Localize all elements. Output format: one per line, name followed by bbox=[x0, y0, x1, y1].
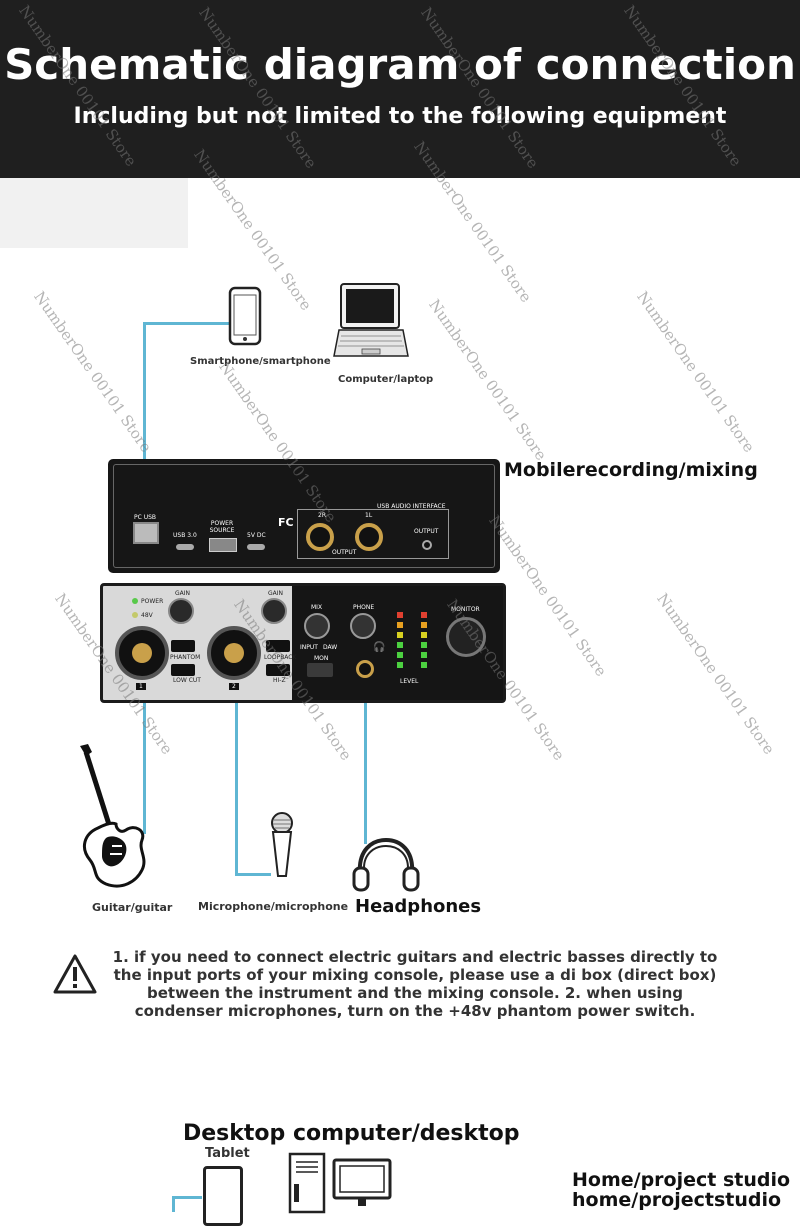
channel1-badge: 1 bbox=[136, 683, 146, 690]
mix-label: MIX bbox=[311, 604, 323, 611]
gain2-knob bbox=[261, 598, 287, 624]
input-label: INPUT bbox=[300, 644, 318, 651]
phantom-led bbox=[132, 612, 138, 618]
laptop-label: Computer/laptop bbox=[338, 374, 434, 385]
usb-c-port-2 bbox=[247, 544, 265, 550]
output-jack-1l bbox=[355, 523, 383, 551]
lowcut-button bbox=[171, 664, 195, 676]
cable-tablet-horizontal bbox=[172, 1196, 202, 1199]
monitor-knob bbox=[446, 617, 486, 657]
tablet-label: Tablet bbox=[205, 1146, 250, 1161]
cable-phone-vertical bbox=[143, 322, 146, 520]
cable-tablet-vertical bbox=[172, 1196, 175, 1212]
desktop-tower-icon bbox=[288, 1152, 326, 1214]
guitar-icon bbox=[80, 744, 146, 888]
watermark-text: NumberOne 00101 Store bbox=[30, 288, 156, 456]
loopback-label: LOOPBACK bbox=[264, 654, 297, 661]
home-studio-label-1: Home/project studio bbox=[572, 1169, 791, 1191]
monitor-icon bbox=[332, 1158, 392, 1206]
low-cut-label: LOW CUT bbox=[173, 677, 201, 684]
dc5v-label: 5V DC bbox=[247, 532, 266, 539]
cable-mic-horizontal bbox=[235, 873, 271, 876]
desktop-section-title: Desktop computer/desktop bbox=[183, 1121, 520, 1146]
home-studio-label-2: home/projectstudio bbox=[572, 1189, 782, 1211]
page-title: Schematic diagram of connection bbox=[4, 40, 796, 89]
output-phones-label: OUTPUT bbox=[414, 528, 439, 535]
gain2-label: GAIN bbox=[268, 590, 284, 597]
channel2-badge: 2 bbox=[229, 683, 239, 690]
combo-input-1-center bbox=[132, 643, 152, 663]
headphone-jack bbox=[356, 660, 374, 678]
combo-input-2-center bbox=[224, 643, 244, 663]
page-subtitle: Including but not limited to the followi… bbox=[73, 104, 727, 129]
cable-mic-vertical bbox=[235, 686, 238, 876]
headphones-icon bbox=[352, 837, 420, 892]
phone-label: PHONE bbox=[353, 604, 375, 611]
phantom-button bbox=[171, 640, 195, 652]
gain1-label: GAIN bbox=[175, 590, 191, 597]
output-main-label: OUTPUT bbox=[332, 549, 357, 556]
back-panel-plate bbox=[113, 464, 495, 568]
output-section-frame bbox=[297, 509, 449, 559]
interface-back-panel bbox=[108, 459, 500, 573]
hiz-button bbox=[266, 664, 290, 676]
headphones-label: Headphones bbox=[355, 896, 482, 917]
gain1-knob bbox=[168, 598, 194, 624]
pc-usb-label: PC USB bbox=[134, 514, 157, 521]
header-banner bbox=[0, 0, 800, 178]
watermark-text: NumberOne 00101 Store bbox=[633, 288, 759, 456]
smartphone-label: Smartphone/smartphone bbox=[190, 356, 331, 367]
loopback-button bbox=[266, 640, 290, 652]
smartphone-icon bbox=[228, 286, 262, 346]
microphone-label: Microphone/microphone bbox=[198, 900, 349, 913]
level-label: LEVEL bbox=[400, 678, 419, 685]
usb-c-port-1 bbox=[176, 544, 194, 550]
mon-label: MON bbox=[314, 655, 329, 662]
channel-1l-label: 1L bbox=[365, 512, 373, 519]
mobile-recording-label: Mobilerecording/mixing bbox=[504, 459, 758, 481]
channel-2r-label: 2R bbox=[318, 512, 326, 519]
cable-guitar-vertical bbox=[143, 686, 146, 834]
microphone-icon bbox=[271, 812, 293, 877]
power-source-switch bbox=[209, 538, 237, 552]
hi-z-label: HI-Z bbox=[273, 677, 286, 684]
output-mini-jack bbox=[422, 540, 432, 550]
tablet-icon bbox=[203, 1166, 243, 1226]
level-meter bbox=[397, 612, 427, 668]
mix-knob bbox=[304, 613, 330, 639]
caution-text: 1. if you need to connect electric guita… bbox=[112, 948, 718, 1020]
output-jack-2r bbox=[306, 523, 334, 551]
headphone-symbol: 🎧 bbox=[373, 642, 386, 653]
cable-headphones-vertical bbox=[364, 686, 367, 844]
power-source-label: POWER SOURCE bbox=[209, 520, 235, 534]
watermark-text: NumberOne 00101 Store bbox=[425, 296, 551, 464]
usb-audio-interface-label: USB AUDIO INTERFACE bbox=[377, 503, 446, 510]
usb-b-port bbox=[133, 522, 159, 544]
power-led bbox=[132, 598, 138, 604]
watermark-text: NumberOne 00101 Store bbox=[653, 590, 779, 758]
daw-label: DAW bbox=[323, 644, 338, 651]
monitor-label: MONITOR bbox=[451, 606, 480, 613]
v48-label: 48V bbox=[141, 612, 153, 619]
laptop-icon bbox=[333, 283, 409, 357]
cable-phone-horizontal bbox=[143, 322, 229, 325]
mon-button bbox=[307, 663, 333, 677]
power-label: POWER bbox=[141, 598, 164, 605]
gray-block bbox=[0, 178, 188, 248]
phantom-label: PHANTOM bbox=[170, 654, 201, 661]
usb30-label: USB 3.0 bbox=[173, 532, 197, 539]
guitar-label: Guitar/guitar bbox=[92, 901, 173, 914]
warning-icon bbox=[53, 954, 97, 994]
fc-mark: FC bbox=[278, 516, 294, 529]
phone-knob bbox=[350, 613, 376, 639]
